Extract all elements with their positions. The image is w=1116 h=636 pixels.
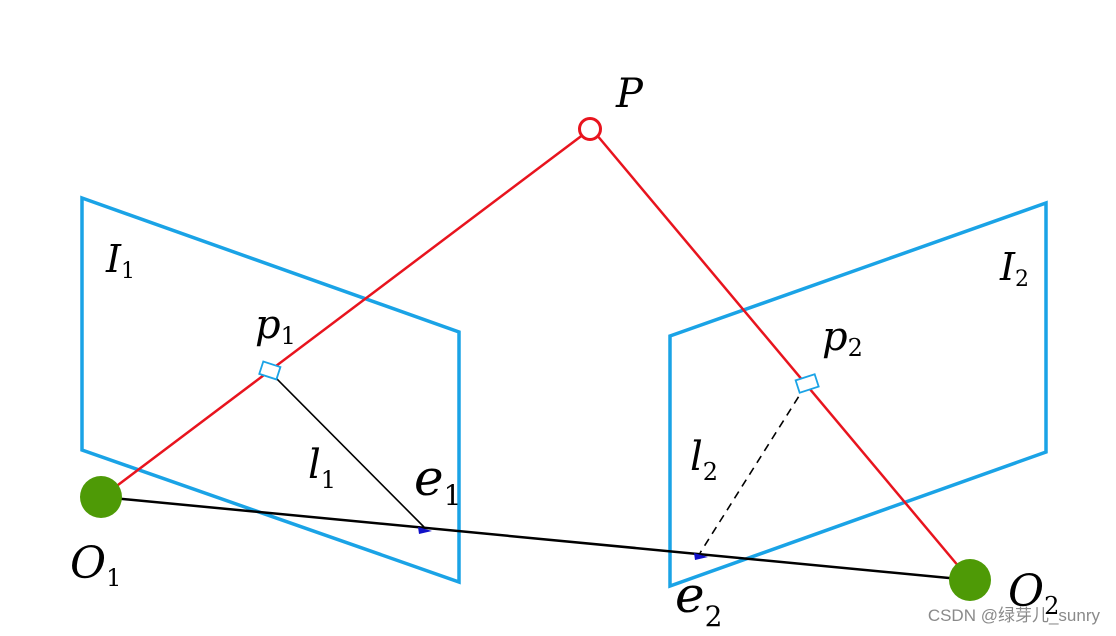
world-point-P	[578, 117, 602, 141]
image-plane-2	[668, 200, 1048, 589]
projected-point-p1	[258, 360, 282, 381]
epipolar-line-l2	[699, 384, 807, 554]
label-e1: e1	[414, 449, 461, 512]
csdn-watermark: CSDN @绿芽儿_sunry	[927, 606, 1100, 625]
camera-center-O1	[80, 476, 122, 518]
label-I1: I1	[105, 237, 135, 284]
label-I2: I2	[999, 245, 1029, 292]
image-plane-1	[80, 195, 461, 585]
epipole-e1-marker	[418, 527, 432, 534]
label-e2: e2	[675, 566, 722, 633]
camera-center-O2	[949, 559, 991, 601]
ray-O1-to-P	[101, 133, 585, 498]
label-l1: l1	[308, 442, 336, 494]
ray-O2-to-P	[595, 133, 971, 581]
label-O2: O2	[1008, 566, 1059, 620]
label-l2: l2	[690, 434, 718, 486]
label-p1: p1	[255, 302, 296, 350]
label-P: P	[615, 71, 644, 117]
projected-point-p2	[794, 373, 820, 394]
label-p2: p2	[822, 314, 863, 362]
epipole-e2-marker	[694, 553, 708, 560]
epipolar-line-l1	[270, 372, 425, 528]
baseline-O1-O2	[101, 495, 971, 582]
label-O1: O1	[70, 538, 121, 592]
